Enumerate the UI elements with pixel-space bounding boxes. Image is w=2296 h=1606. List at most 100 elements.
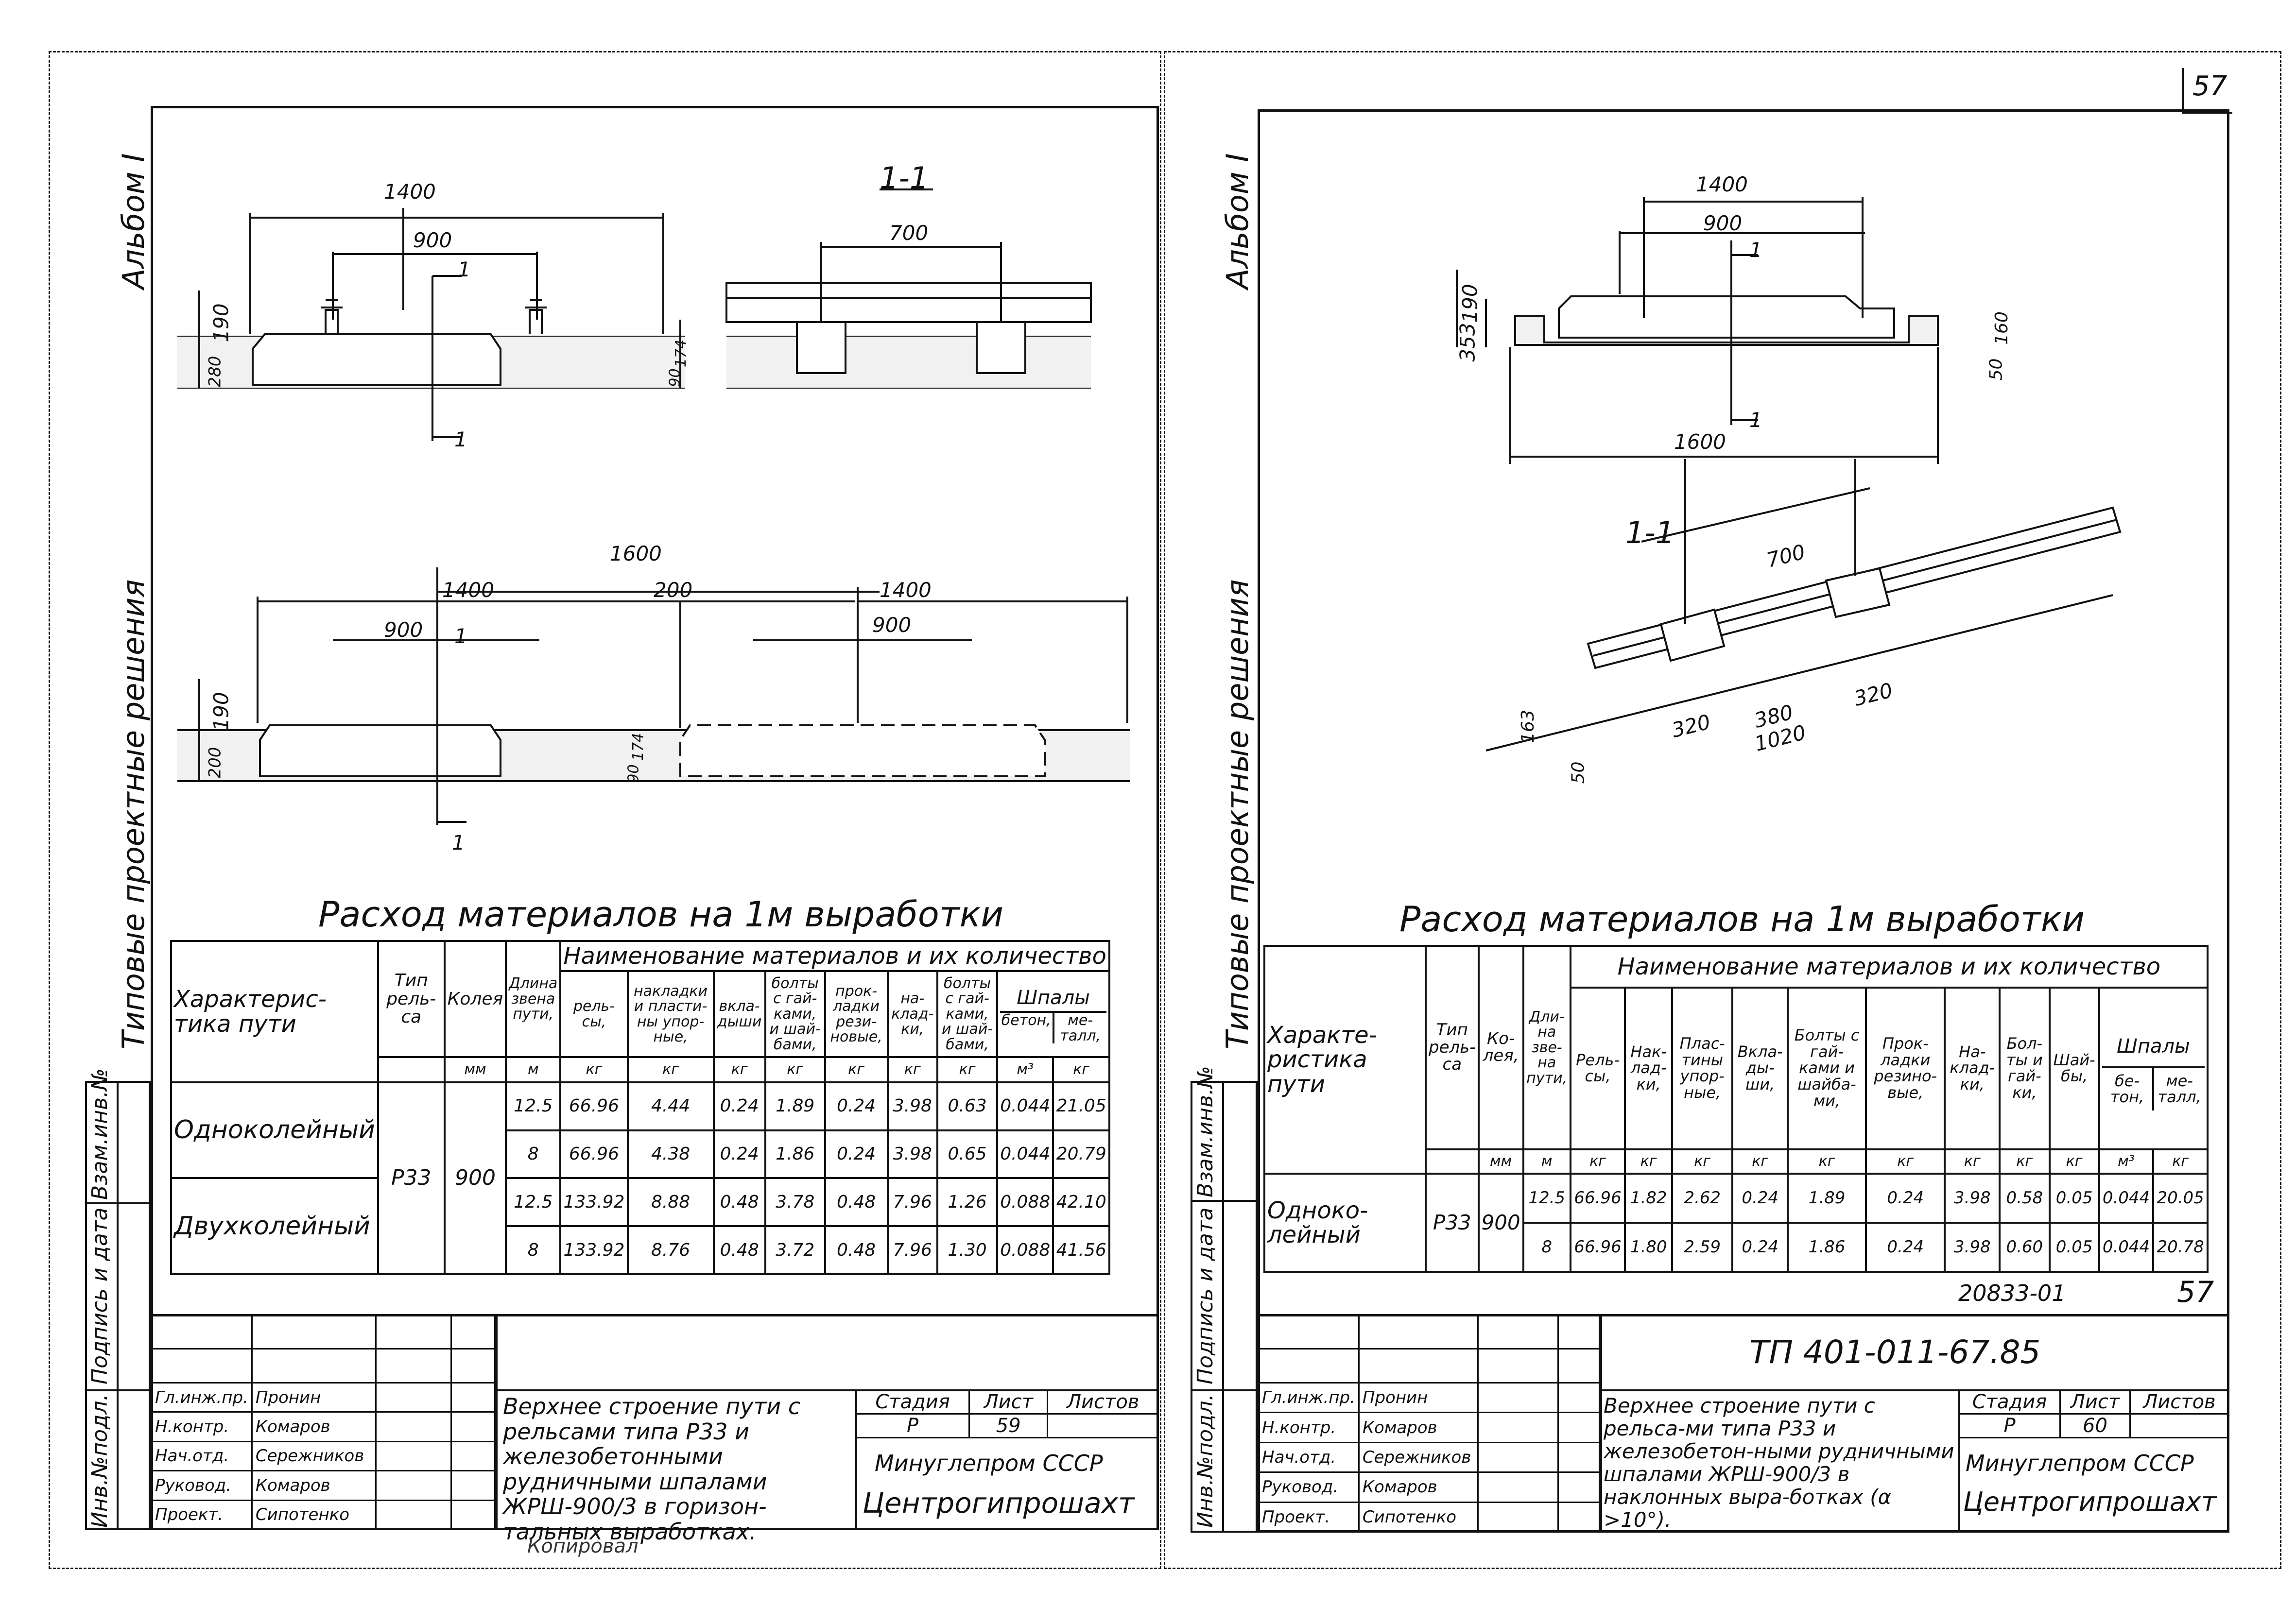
- left-org2: Центрогипрошахт: [863, 1486, 1135, 1520]
- right-group-label: Одноко-лейный: [1263, 1173, 1427, 1273]
- table-cell: 1.89: [764, 1081, 826, 1131]
- left-th-col-0: рель-сы,: [559, 970, 629, 1059]
- table-cell: 133.92: [559, 1225, 629, 1275]
- table-cell: 8: [1522, 1222, 1571, 1273]
- left-side-label-replace: Взам.инв.№: [87, 1068, 112, 1200]
- left-unit-0: мм: [443, 1056, 507, 1084]
- table-cell: 20.78: [2152, 1222, 2209, 1273]
- right-role-1: Н.контр.: [1258, 1412, 1360, 1443]
- right-name-2: Сережников: [1358, 1441, 1479, 1473]
- table-cell: 0.48: [824, 1177, 889, 1228]
- left-section-label: 1-1: [880, 160, 929, 196]
- left-series-label: Типовые проектные решения: [116, 579, 151, 1049]
- left-th-names: Наименование материалов и их количество: [559, 940, 1110, 973]
- left-double-track-section: [177, 567, 1130, 825]
- right-th-col-0: Рель-сы,: [1569, 986, 1626, 1150]
- table-cell: 4.44: [626, 1081, 715, 1131]
- left-side-label-inv: Инв.№подл.: [87, 1394, 112, 1528]
- table-cell: 3.98: [886, 1129, 939, 1179]
- right-th-col-1: Нак-лад-ки,: [1624, 986, 1673, 1150]
- right-unit-6: кг: [1786, 1148, 1867, 1175]
- right-sheet-outer: [1164, 51, 2281, 1569]
- right-th-names: Наименование материалов и их количество: [1569, 945, 2209, 989]
- left-th-sleeper-metal: ме-талл,: [1060, 1012, 1101, 1044]
- signature: [375, 1470, 452, 1501]
- left-dim2-190: 190: [209, 692, 233, 731]
- right-drawings: [1258, 109, 2229, 789]
- table-cell: 21.05: [1052, 1081, 1110, 1131]
- right-album-label: Альбом I: [1220, 153, 1255, 289]
- right-dim-50: 50: [1986, 358, 2006, 381]
- left-name-2: Сережников: [251, 1440, 377, 1472]
- left-section-1-1: [726, 189, 1091, 388]
- left-materials-table: Характерис-тика пути Тип рель-са Колея Д…: [170, 940, 1111, 1275]
- right-unit-3: кг: [1624, 1148, 1673, 1175]
- signature: [375, 1440, 452, 1472]
- table-cell: 7.96: [886, 1177, 939, 1228]
- right-th-gauge: Ко-лея,: [1477, 945, 1524, 1150]
- left-role-2: Нач.отд.: [151, 1440, 253, 1472]
- right-doc-code: 20833-01: [1958, 1280, 2066, 1306]
- right-name-0: Пронин: [1358, 1382, 1479, 1414]
- table-cell: 2.62: [1671, 1173, 1734, 1224]
- right-sheet: 60: [2059, 1413, 2131, 1438]
- right-th-col-8: Шай-бы,: [2048, 986, 2100, 1150]
- table-row: Одноко-лейный Р33 900 12.5 66.96 1.82 2.…: [1263, 1173, 2209, 1273]
- left-stamp-title: Верхнее строение пути с рельсами типа Р3…: [503, 1393, 801, 1545]
- left-sheet-outer: [49, 51, 1161, 1569]
- left-name-1: Комаров: [251, 1411, 377, 1442]
- left-marker-bottom: 1: [454, 427, 467, 451]
- table-cell: 8.76: [626, 1225, 715, 1275]
- left-th-char: Характерис-тика пути: [170, 940, 379, 1084]
- table-cell: 1.89: [1786, 1173, 1867, 1224]
- right-th-col-5: Прок-ладки резино-вые,: [1865, 986, 1946, 1150]
- table-cell: 0.48: [824, 1225, 889, 1275]
- right-unit-7: кг: [1865, 1148, 1946, 1175]
- signature: [375, 1382, 452, 1413]
- left-footer-note: Копировал: [527, 1535, 639, 1557]
- right-unit-5: кг: [1731, 1148, 1789, 1175]
- table-cell: 7.96: [886, 1225, 939, 1275]
- left-h-sheet: Лист: [968, 1389, 1049, 1415]
- table-cell: 0.60: [1999, 1222, 2051, 1273]
- right-unit-8: кг: [1944, 1148, 2001, 1175]
- right-unit-11: м³: [2098, 1148, 2155, 1175]
- left-th-sleepers-label: Шпалы: [1000, 985, 1106, 1013]
- left-unit-7: кг: [886, 1056, 939, 1084]
- left-title-block: [151, 1314, 1159, 1533]
- table-cell: 0.48: [712, 1177, 766, 1228]
- left-unit-8: кг: [936, 1056, 998, 1084]
- left-dim-190: 190: [209, 303, 233, 342]
- right-inclined-section: [1486, 459, 2120, 751]
- right-dim-1400: 1400: [1696, 172, 1748, 196]
- table-cell: 0.58: [1999, 1173, 2051, 1224]
- page-number: 57: [2192, 70, 2227, 102]
- table-row: Одноколейный Р33 900 12.5 66.96 4.44 0.2…: [170, 1081, 1110, 1275]
- table-cell: 0.24: [824, 1081, 889, 1131]
- table-cell: 0.088: [996, 1225, 1054, 1275]
- right-th-col-2: Плас-тины упор-ные,: [1671, 986, 1734, 1150]
- table-cell: 8: [505, 1225, 562, 1275]
- table-cell: 3.72: [764, 1225, 826, 1275]
- signature: [375, 1411, 452, 1442]
- table-cell: 0.24: [1865, 1222, 1946, 1273]
- table-cell: 0.63: [936, 1081, 998, 1131]
- left-th-type: Тип рель-са: [377, 940, 446, 1059]
- right-marker-top: 1: [1749, 238, 1762, 262]
- left-th-col-3: болты с гай-ками, и шай-бами,: [764, 970, 826, 1059]
- table-cell: 1.30: [936, 1225, 998, 1275]
- right-th-len: Дли-на зве-на пути,: [1522, 945, 1571, 1150]
- table-cell: 0.24: [824, 1129, 889, 1179]
- left-unit-5: кг: [764, 1056, 826, 1084]
- right-stamp-title: Верхнее строение пути с рельса-ми типа Р…: [1604, 1394, 1954, 1532]
- table-cell: 0.24: [712, 1129, 766, 1179]
- left-unit-6: кг: [824, 1056, 889, 1084]
- right-th-sleeper-metal: ме-талл,: [2158, 1071, 2201, 1107]
- left-name-4: Сипотенко: [251, 1499, 377, 1531]
- right-project-code: ТП 401-011-67.85: [1749, 1333, 2041, 1371]
- right-th-type: Тип рель-са: [1425, 945, 1480, 1150]
- left-name-0: Пронин: [251, 1382, 377, 1413]
- left-stage: Р: [855, 1413, 970, 1438]
- right-title-block: [1258, 1314, 2229, 1535]
